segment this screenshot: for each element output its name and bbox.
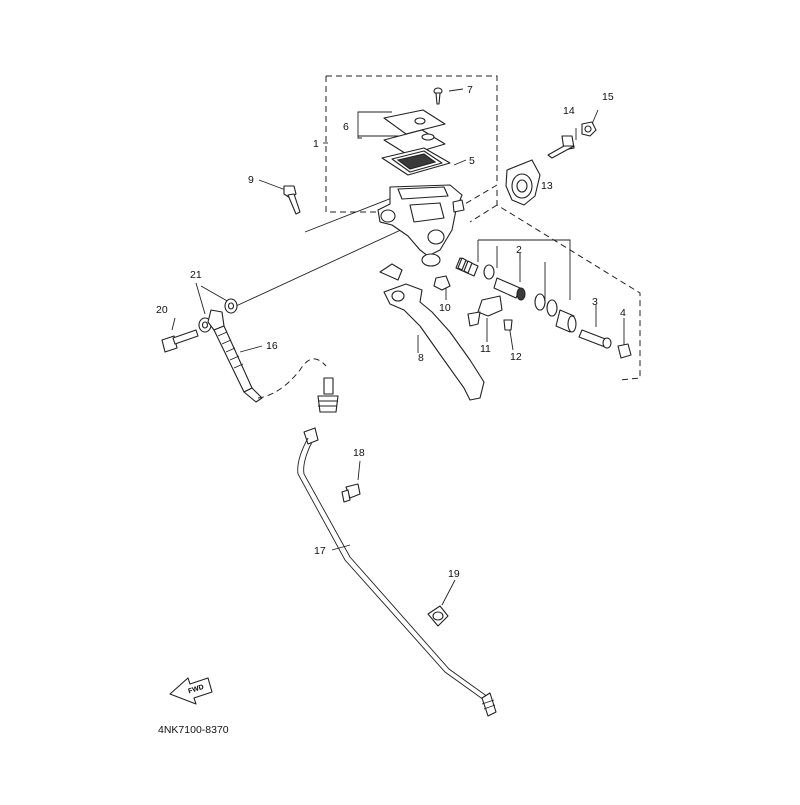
switch-screw <box>503 319 513 331</box>
callout-labels: 1 2 3 4 5 6 7 8 9 10 11 12 13 14 15 16 1… <box>156 84 626 580</box>
callout-4: 4 <box>620 307 626 319</box>
callout-21: 21 <box>190 269 202 281</box>
piston-kit <box>455 257 577 333</box>
callout-10: 10 <box>439 302 451 314</box>
callout-1: 1 <box>313 138 319 150</box>
callout-18: 18 <box>353 447 365 459</box>
callout-19: 19 <box>448 568 460 580</box>
lever-nut <box>433 275 451 291</box>
fwd-label: FWD <box>187 684 204 696</box>
callout-2: 2 <box>516 244 522 256</box>
clutch-pipe <box>297 427 497 717</box>
cap-screw <box>433 87 443 105</box>
callout-8: 8 <box>418 352 424 364</box>
callout-12: 12 <box>510 351 522 363</box>
reservoir-cap <box>383 109 446 156</box>
callout-16: 16 <box>266 340 278 352</box>
master-cylinder-body <box>377 184 465 267</box>
callout-6: 6 <box>343 121 349 133</box>
callout-7: 7 <box>467 84 473 96</box>
diaphragm <box>381 147 451 176</box>
assembly-boundary-2 <box>469 190 641 381</box>
callout-9: 9 <box>248 174 254 186</box>
holder-bolt <box>547 135 575 159</box>
dust-boot <box>617 343 632 359</box>
diagram-code: 4NK7100-8370 <box>158 724 229 736</box>
pipe-clamp-19 <box>427 605 449 627</box>
push-rod <box>578 329 612 349</box>
clutch-hose <box>207 309 339 413</box>
union-bolt <box>161 329 199 353</box>
callout-15: 15 <box>602 91 614 103</box>
clutch-lever <box>379 263 485 401</box>
copper-washers <box>198 298 238 333</box>
callout-5: 5 <box>469 155 475 167</box>
assembly-boundary-1 <box>325 75 498 213</box>
pivot-bolt <box>283 185 301 215</box>
callout-11: 11 <box>480 343 491 355</box>
clutch-switch <box>467 295 503 327</box>
pipe-clamp-18 <box>341 483 361 503</box>
callout-3: 3 <box>592 296 598 308</box>
callout-17: 17 <box>314 545 326 557</box>
holder-nut <box>581 121 597 137</box>
callout-20: 20 <box>156 304 168 316</box>
callout-14: 14 <box>563 105 575 117</box>
handlebar-holder <box>505 159 541 206</box>
callout-13: 13 <box>541 180 553 192</box>
fwd-arrow-icon: FWD <box>169 677 213 705</box>
